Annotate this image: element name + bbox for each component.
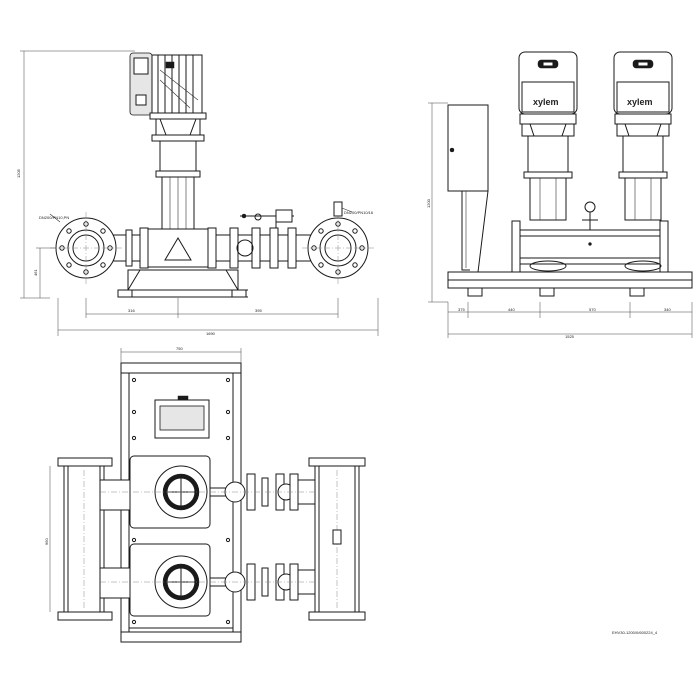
front-left-offset-dimension: 316 xyxy=(128,308,135,313)
side-seg3-dimension: 570 xyxy=(589,307,596,312)
front-base xyxy=(117,269,248,298)
side-seg2-dimension: 440 xyxy=(508,307,515,312)
brand-logo-right: xylem xyxy=(627,97,653,107)
top-width-dimension: 750 xyxy=(176,346,183,351)
front-motor xyxy=(129,52,207,120)
side-base xyxy=(447,271,693,297)
side-motor-left: xylem xyxy=(518,51,578,221)
side-total-length-dimension: 1525 xyxy=(565,334,575,339)
drawing-number: EHV30-1200/0/600224_4 xyxy=(612,630,658,635)
front-view: 1205 461 316 395 1690 DN200/PN10,PN DN20… xyxy=(16,50,379,336)
front-pipe-height-dimension: 461 xyxy=(33,269,38,276)
side-seg1-dimension: 375 xyxy=(458,307,465,312)
top-right-manifold xyxy=(308,457,366,621)
front-total-length-dimension: 1690 xyxy=(206,331,216,336)
discharge-flange xyxy=(302,201,374,284)
front-coupling xyxy=(151,118,205,178)
top-dimensions: 750 xyxy=(120,346,242,363)
brand-logo-left: xylem xyxy=(533,97,559,107)
side-seg4-dimension: 340 xyxy=(664,307,671,312)
side-dimensions: 1200 375 440 570 340 1525 xyxy=(426,102,693,339)
front-right-offset-dimension: 395 xyxy=(255,308,262,313)
side-manifold xyxy=(511,201,669,274)
front-height-dimension: 1205 xyxy=(16,168,21,178)
front-pump-stack xyxy=(139,176,217,269)
front-dimensions: 1205 461 316 395 1690 DN200/PN10,PN DN20… xyxy=(16,50,379,336)
side-control-panel xyxy=(447,104,489,273)
top-depth-dimension: 960 xyxy=(44,538,49,545)
top-left-manifold: 960 xyxy=(44,457,113,621)
side-view: xylem xylem xyxy=(426,51,693,339)
suction-flange xyxy=(49,212,122,284)
side-motor-right: xylem xyxy=(613,51,673,221)
suction-connection-label: DN200/PN10,PN xyxy=(39,215,69,220)
top-view: 960 xyxy=(44,346,366,643)
top-pump-2 xyxy=(99,543,315,617)
top-pump-1 xyxy=(99,455,315,529)
discharge-connection-label: DN200/PN10/16 xyxy=(344,210,374,215)
side-height-dimension: 1200 xyxy=(426,198,431,208)
